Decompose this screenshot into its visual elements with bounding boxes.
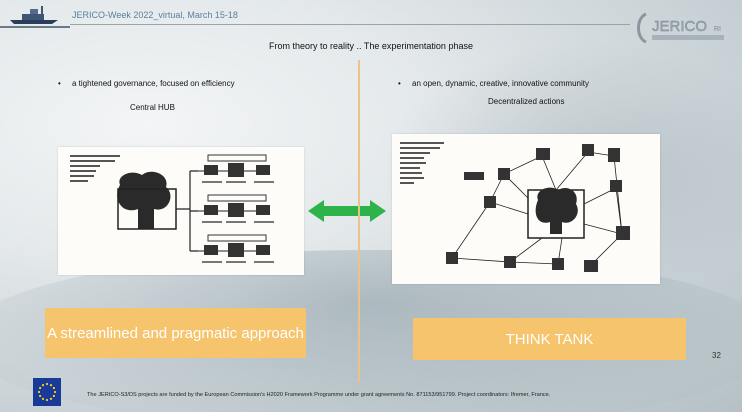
svg-text:RI: RI (714, 26, 721, 33)
left-callout: A streamlined and pragmatic approach (45, 308, 306, 358)
ship-icon (10, 6, 58, 24)
right-bullet-text: an open, dynamic, creative, innovative c… (412, 79, 589, 88)
think-tank-diagram (392, 134, 660, 284)
header-rule (0, 26, 70, 28)
page-number: 32 (712, 351, 721, 360)
bullet-icon: • (58, 79, 61, 88)
eu-flag-icon (33, 378, 61, 406)
svg-text:JERICO: JERICO (652, 18, 707, 35)
left-bullet-text: a tightened governance, focused on effic… (72, 79, 235, 88)
bullet-icon: • (398, 79, 401, 88)
left-bullet: • a tightened governance, focused on effi… (58, 79, 235, 88)
right-callout: THINK TANK (413, 318, 686, 360)
column-divider (358, 60, 360, 382)
jerico-logo: JERICO RI (637, 12, 724, 44)
slide-subtitle: From theory to reality .. The experiment… (269, 41, 473, 51)
footer-text: The JERICO-S3/DS projects are funded by … (87, 392, 551, 398)
header-rule (70, 24, 630, 25)
central-hub-diagram (58, 147, 304, 275)
double-arrow-icon (308, 200, 386, 222)
decentralized-label: Decentralized actions (488, 97, 565, 106)
central-hub-label: Central HUB (130, 103, 175, 112)
right-bullet: • an open, dynamic, creative, innovative … (398, 79, 589, 88)
event-title: JERICO-Week 2022_virtual, March 15-18 (72, 10, 238, 20)
